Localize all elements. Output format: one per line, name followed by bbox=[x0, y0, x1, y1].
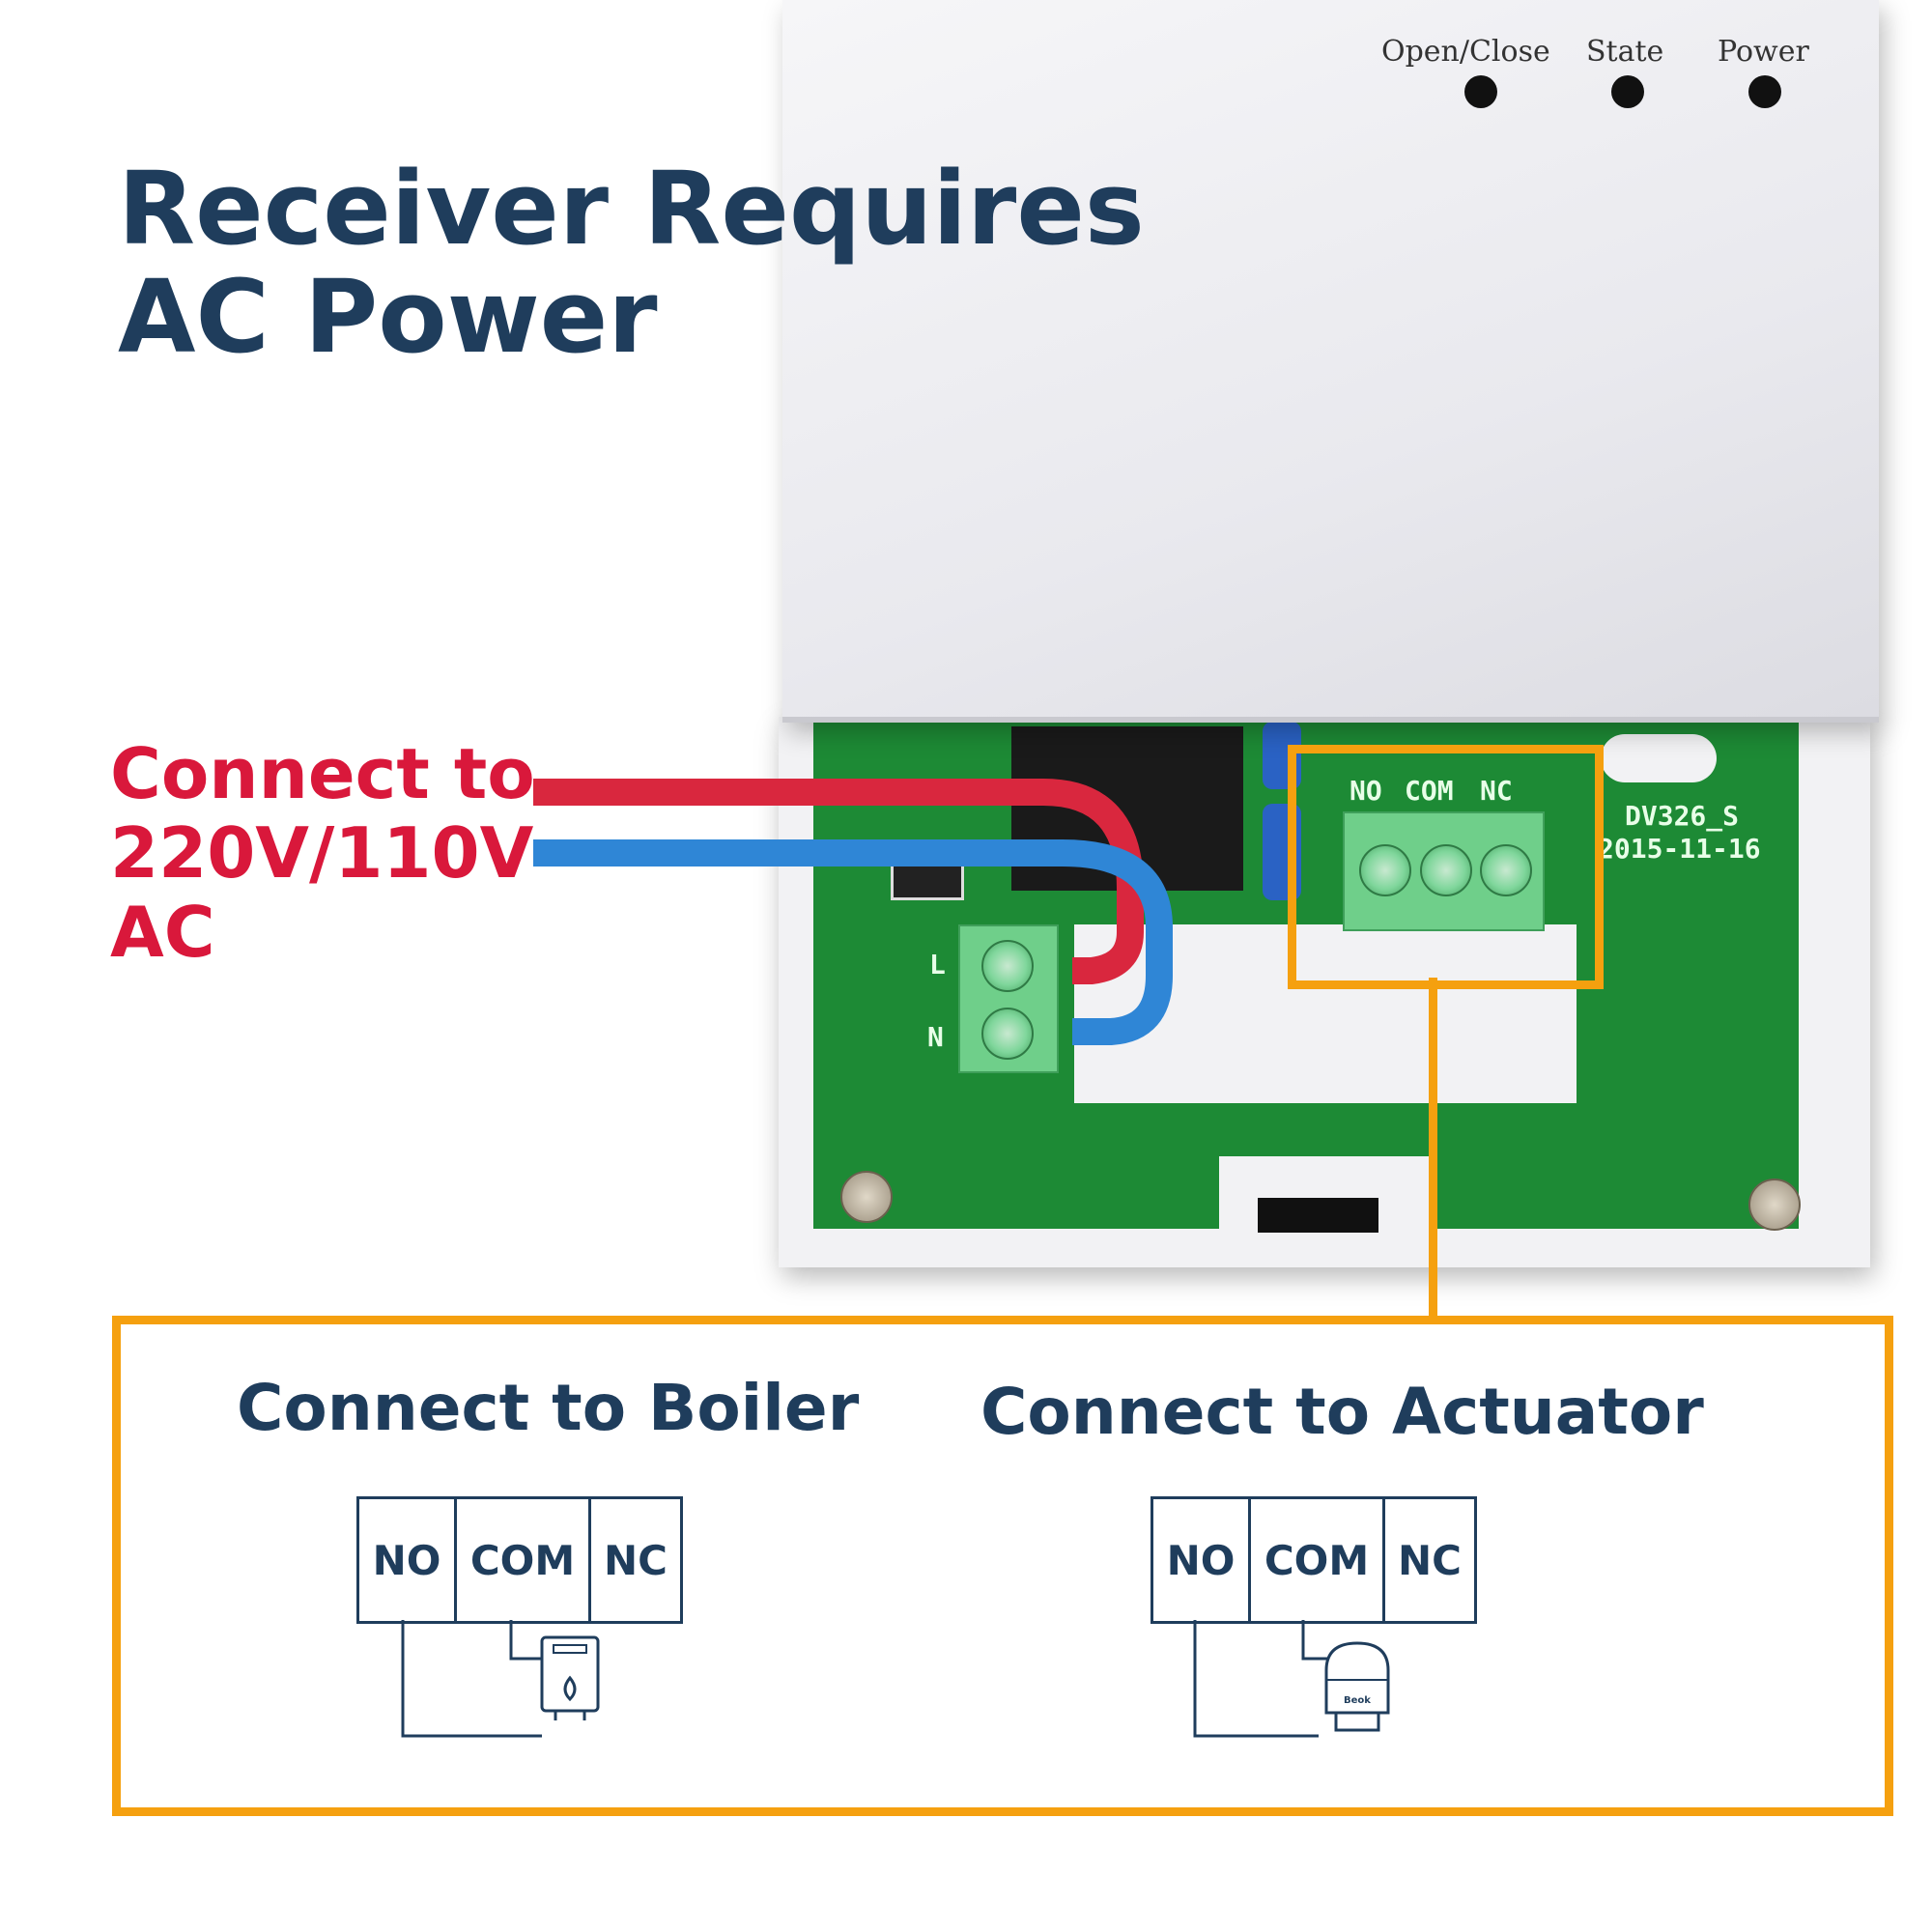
actuator-section-title: Connect to Actuator bbox=[980, 1375, 1704, 1449]
actuator-terminal-table: NO COM NC bbox=[1151, 1496, 1477, 1624]
actuator-terminal-no: NO bbox=[1151, 1496, 1251, 1624]
board-hole bbox=[1601, 734, 1717, 782]
relay-terminal-highlight bbox=[1288, 745, 1604, 989]
wiring-panel: Connect to Boiler NO COM NC Connect to A… bbox=[112, 1316, 1893, 1816]
neutral-wire bbox=[533, 839, 1173, 1045]
screw-icon bbox=[1480, 844, 1532, 896]
led-open-close-icon bbox=[1464, 75, 1497, 108]
boiler-icon bbox=[540, 1635, 600, 1720]
actuator-terminal-nc: NC bbox=[1382, 1496, 1477, 1624]
relay-label-com: COM bbox=[1405, 775, 1454, 807]
power-label-line-3: AC bbox=[110, 892, 215, 973]
mount-screw-icon bbox=[840, 1171, 893, 1223]
actuator-icon: Beok bbox=[1324, 1641, 1390, 1732]
page-title-line-2: AC Power bbox=[118, 258, 658, 376]
page-title: Receiver Requires AC Power bbox=[118, 155, 1145, 371]
page-title-line-1: Receiver Requires bbox=[118, 150, 1145, 268]
highlight-connector-line bbox=[1429, 978, 1437, 1316]
boiler-terminal-table: NO COM NC bbox=[356, 1496, 683, 1624]
power-label-line-1: Connect to bbox=[110, 733, 535, 814]
boiler-terminal-nc: NC bbox=[588, 1496, 683, 1624]
mount-screw-icon bbox=[1748, 1179, 1801, 1231]
actuator-brand: Beok bbox=[1344, 1695, 1371, 1706]
actuator-wiring: Beok bbox=[1193, 1620, 1390, 1738]
boiler-terminal-no: NO bbox=[356, 1496, 457, 1624]
screw-icon bbox=[1420, 844, 1472, 896]
led-label-state: State bbox=[1586, 35, 1664, 69]
screw-icon bbox=[981, 1008, 1034, 1060]
power-label: Connect to 220V/110V AC bbox=[110, 734, 535, 972]
led-label-power: Power bbox=[1718, 35, 1809, 69]
led-label-open-close: Open/Close bbox=[1381, 35, 1550, 69]
power-terminal-block bbox=[958, 924, 1059, 1073]
actuator-terminal-com: COM bbox=[1248, 1496, 1385, 1624]
terminal-label-n: N bbox=[927, 1021, 944, 1053]
power-label-line-2: 220V/110V bbox=[110, 812, 534, 894]
led-power-icon bbox=[1748, 75, 1781, 108]
pcb-date: 2015-11-16 bbox=[1598, 833, 1761, 865]
led-state-icon bbox=[1611, 75, 1644, 108]
terminal-label-l: L bbox=[929, 949, 946, 980]
screw-icon bbox=[981, 940, 1034, 992]
relay-label-nc: NC bbox=[1480, 775, 1513, 807]
relay-label-no: NO bbox=[1350, 775, 1382, 807]
board-connector bbox=[1258, 1198, 1378, 1233]
live-wire bbox=[533, 779, 1144, 984]
boiler-terminal-com: COM bbox=[454, 1496, 591, 1624]
pcb-model: DV326_S bbox=[1625, 800, 1740, 832]
receiver-cover: Open/Close State Power bbox=[782, 0, 1879, 723]
boiler-section-title: Connect to Boiler bbox=[237, 1371, 860, 1445]
relay-terminal-block bbox=[1343, 811, 1545, 931]
screw-icon bbox=[1359, 844, 1411, 896]
boiler-wiring bbox=[401, 1620, 600, 1738]
